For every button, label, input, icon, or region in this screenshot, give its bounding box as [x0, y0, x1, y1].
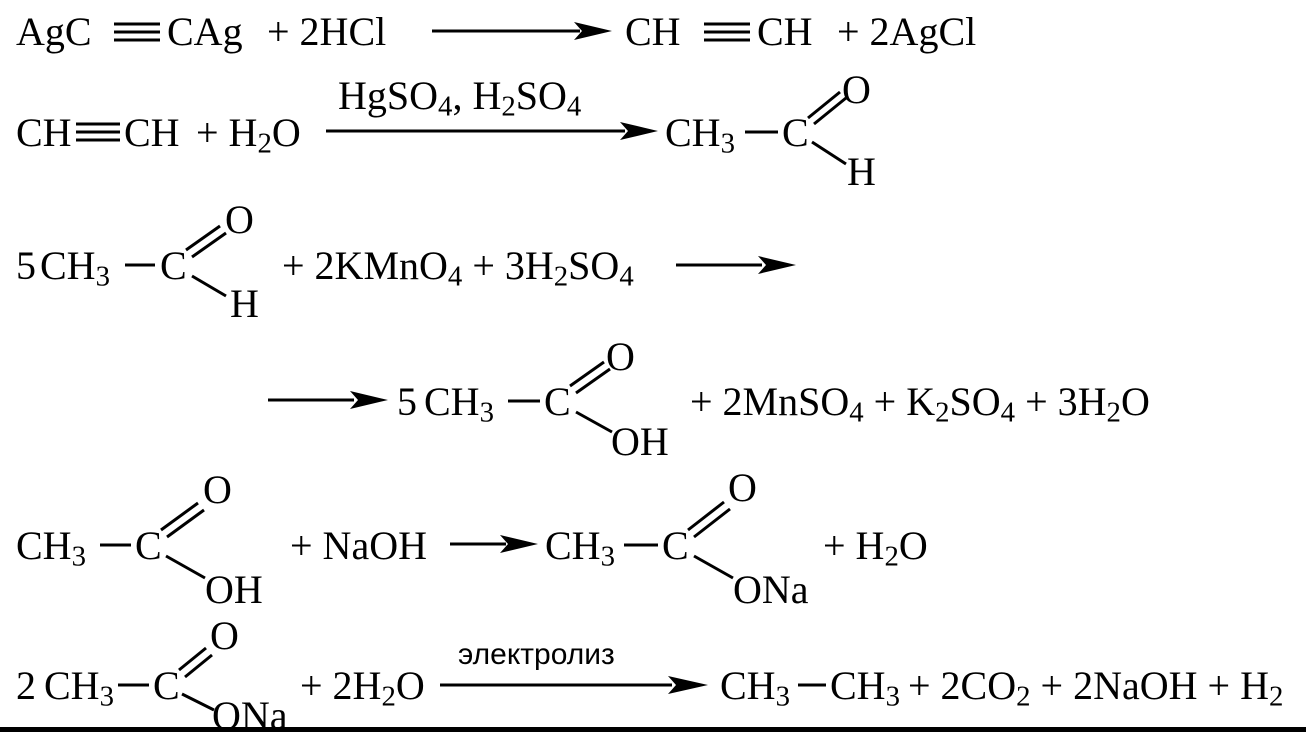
r1-reactant-left: AgC	[16, 9, 92, 54]
r2-lhs-water: + H2O	[196, 110, 301, 160]
r3-coefficient: 5	[16, 243, 36, 288]
r2-triple-bond	[76, 122, 120, 142]
r6-ch3: CH3	[44, 663, 114, 713]
r5-reagent: + NaOH	[290, 523, 427, 568]
r5-c: C	[135, 523, 162, 568]
r6-arrow-head	[668, 676, 708, 694]
r5-water: + H2O	[823, 523, 928, 573]
bottom-rule	[0, 727, 1306, 732]
r6-o: O	[210, 613, 239, 658]
r2-arrow-head	[620, 122, 658, 140]
r4-arrow-head	[350, 391, 388, 409]
r2-condition: HgSO4, H2SO4	[338, 73, 582, 123]
r5-oh: OH	[205, 567, 263, 612]
r5-arrow-head	[500, 535, 538, 553]
r1-reactant-right: CAg	[167, 9, 243, 54]
r2-lhs-right: CH	[124, 110, 180, 155]
r1-product-rest: + 2AgCl	[837, 9, 977, 54]
r5-product-ch3: CH3	[545, 523, 615, 573]
r2-lhs-left: CH	[16, 110, 72, 155]
r6-product-ch3-right: CH3	[830, 663, 900, 713]
r3-o: O	[225, 197, 254, 242]
r4-o: O	[606, 334, 635, 379]
r6-water: + 2H2O	[300, 663, 425, 713]
r4-coefficient: 5	[397, 379, 417, 424]
r4-products: + 2MnSO4 + K2SO4 + 3H2O	[690, 379, 1150, 429]
r1-triple-bond-right	[704, 22, 750, 42]
r2-product-ch3: CH3	[665, 110, 735, 160]
r3-aldehyde-bonds	[125, 224, 227, 298]
r4-c: C	[544, 379, 571, 424]
r1-product-right: CH	[757, 9, 813, 54]
r4-oh: OH	[611, 419, 669, 464]
r5-product-c: C	[662, 523, 689, 568]
r1-triple-bond-left	[114, 22, 160, 42]
r1-arrow-head	[574, 22, 612, 40]
r5-o: O	[203, 467, 232, 512]
r2-product-o: O	[842, 67, 871, 112]
r4-acid-bonds	[508, 360, 613, 434]
r6-coefficient: 2	[16, 663, 36, 708]
r3-ch3: CH3	[40, 243, 110, 293]
r1-reagent: + 2HCl	[267, 9, 387, 54]
r6-c: C	[153, 663, 180, 708]
r4-ch3: CH3	[424, 379, 494, 429]
r1-product-left: CH	[625, 9, 681, 54]
r6-condition: электролиз	[458, 638, 615, 671]
r6-acetate-bonds	[118, 646, 215, 712]
r6-product-ch3-left: CH3	[720, 663, 790, 713]
r5-acetate-bonds	[624, 500, 734, 580]
r3-arrow-head	[758, 256, 796, 274]
r2-product-h: H	[847, 149, 876, 194]
r3-c: C	[160, 243, 187, 288]
r5-acid-bonds	[100, 501, 206, 580]
r2-product-c: C	[782, 110, 809, 155]
r5-product-ona: ONa	[733, 567, 809, 612]
r5-product-o: O	[728, 465, 757, 510]
r6-products-rest: + 2CO2 + 2NaOH + H2	[908, 663, 1284, 713]
r3-h: H	[230, 281, 259, 326]
r3-reagents: + 2KMnO4 + 3H2SO4	[282, 243, 634, 293]
r5-ch3: CH3	[16, 523, 86, 573]
r2-aldehyde-bonds	[745, 90, 847, 166]
